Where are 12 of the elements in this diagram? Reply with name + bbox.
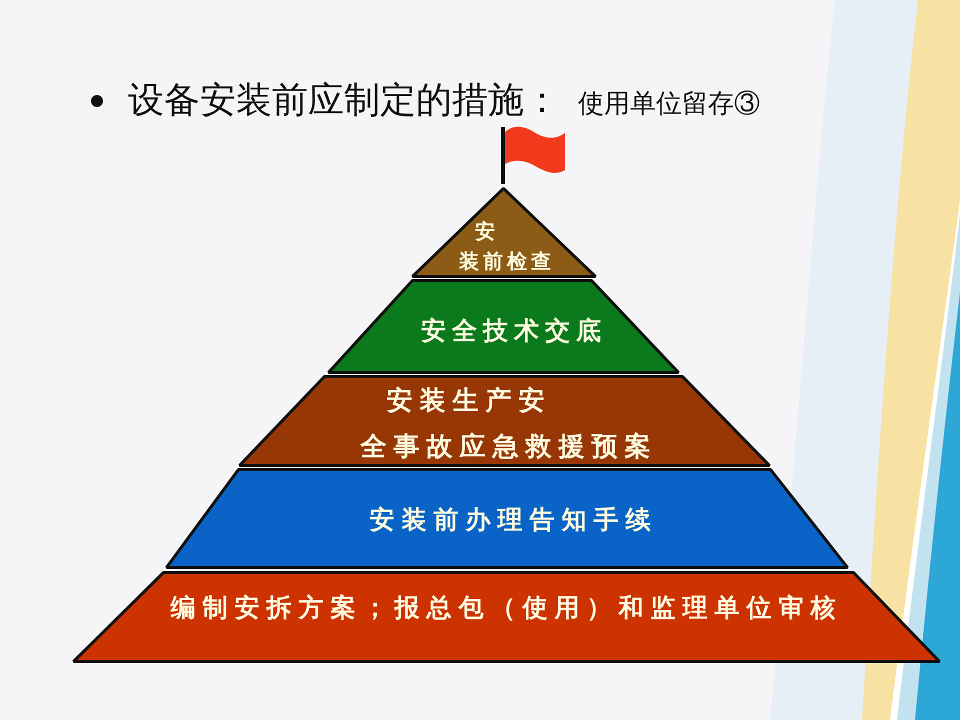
tier-label: 编制安拆方案；报总包（使用）和监理单位审核 bbox=[169, 592, 842, 624]
pyramid-tier bbox=[326, 278, 680, 374]
pyramid-tier bbox=[72, 570, 940, 662]
tier-label: 安装前办理告知手续 bbox=[368, 504, 658, 536]
tier-label: 安装前检查 bbox=[458, 218, 556, 275]
pyramid-tier bbox=[164, 468, 848, 568]
slide-title: 设备安装前应制定的措施： bbox=[128, 78, 560, 122]
title-note: 使用单位留存③ bbox=[578, 88, 760, 120]
pyramid-tier bbox=[238, 374, 770, 466]
pyramid-top bbox=[410, 186, 596, 278]
tier-label: 安装生产安全事故应急救援预案 bbox=[359, 385, 658, 464]
tier-label: 安全技术交底 bbox=[420, 315, 607, 347]
